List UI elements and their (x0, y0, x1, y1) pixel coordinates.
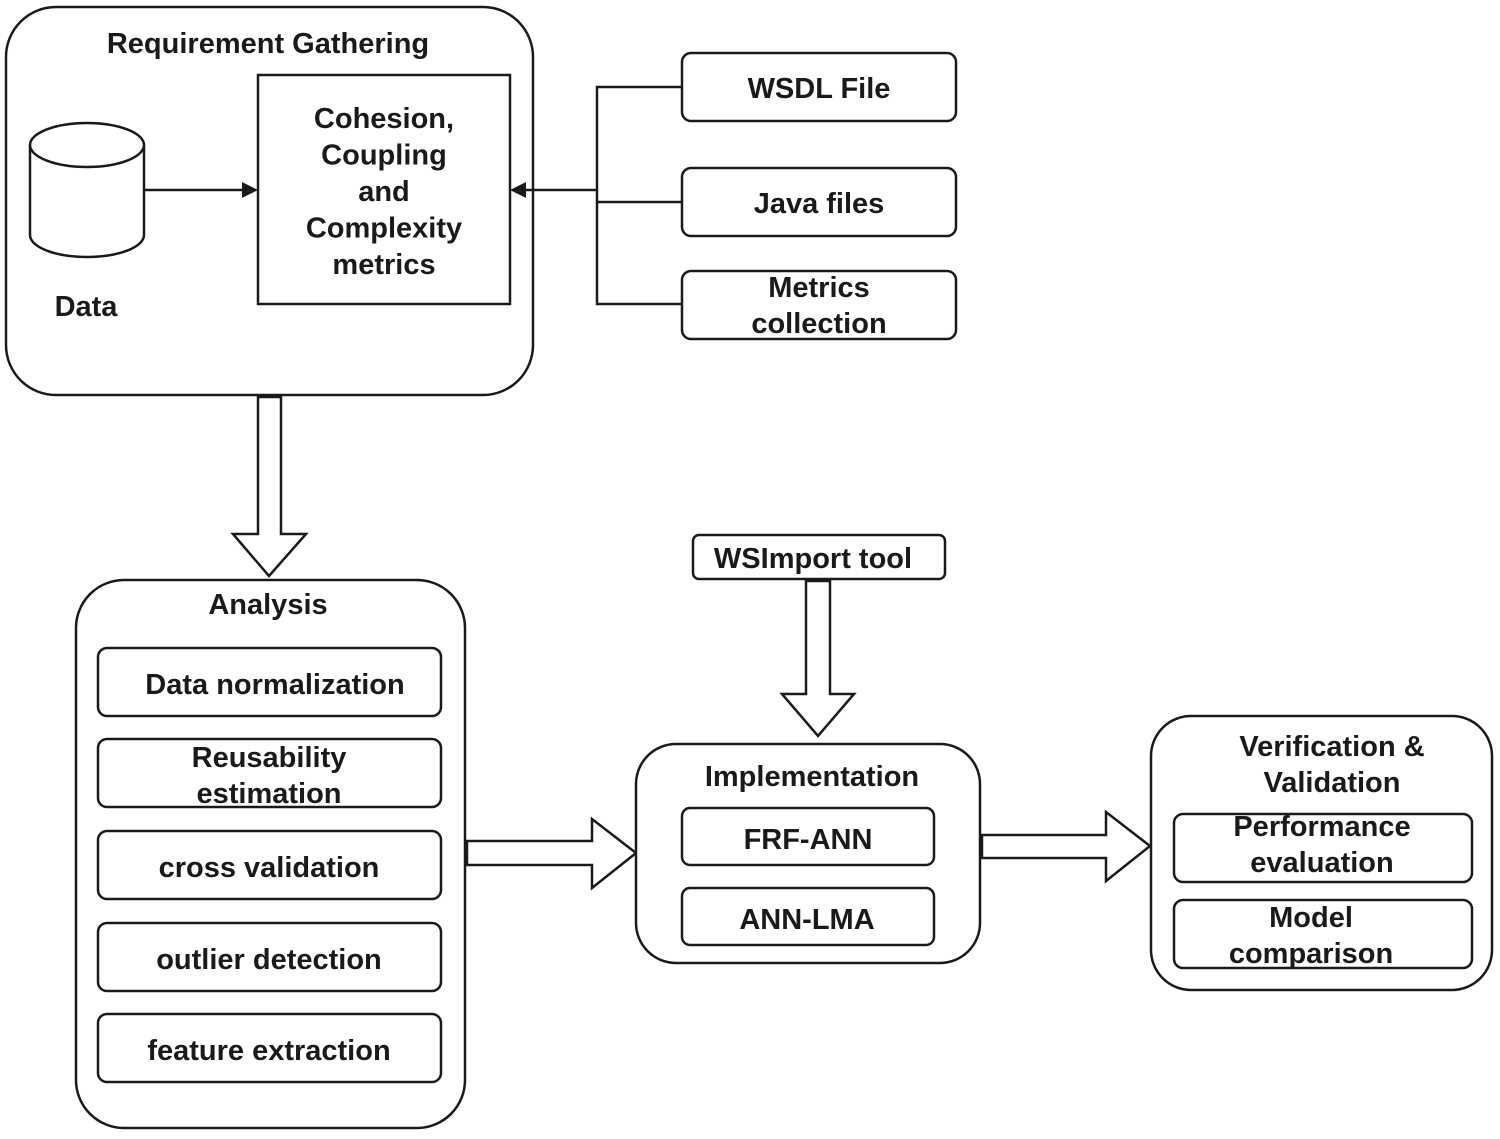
metrics-box-label-line: and (358, 176, 410, 208)
performance-evaluation-label-line: evaluation (1250, 847, 1393, 879)
requirement-to-analysis-arrow (230, 395, 309, 578)
model-comparison-label: Model comparison (1229, 902, 1393, 970)
ann-lma-box (680, 886, 936, 947)
frf-ann-label: FRF-ANN (744, 824, 873, 856)
wsimport-tool-box (691, 533, 947, 581)
wsimport-to-implementation-arrow (779, 579, 857, 738)
wsimport-group: WSImport tool (691, 533, 947, 581)
data-label: Data (55, 291, 119, 323)
cross-validation-label: cross validation (159, 852, 380, 884)
frf-ann-label-line: FRF-ANN (744, 824, 873, 856)
arrowhead-icon (510, 182, 526, 198)
java-files-label-line: Java files (754, 188, 885, 220)
outlier-detection-box (96, 921, 443, 993)
verification-group: Verification & Validation Performance eval… (1149, 714, 1494, 992)
performance-evaluation-box (1172, 812, 1474, 884)
analysis-to-implementation-arrow (465, 816, 639, 891)
metrics-box-label-line: Complexity (306, 213, 462, 245)
implementation-to-verification-arrow (980, 809, 1153, 884)
metrics-collection-label-line: collection (751, 308, 886, 340)
verification-title: Verification & Validation (1239, 731, 1424, 799)
model-comparison-label-line: Model (1269, 902, 1353, 934)
wsdl-file-label-line: WSDL File (748, 73, 891, 105)
requirement-gathering-group: Requirement Gathering Data Cohesion, Coup… (4, 5, 535, 397)
model-comparison-box (1172, 898, 1474, 970)
feature-extraction-label-line: feature extraction (147, 1035, 390, 1067)
arrowhead-icon (242, 182, 258, 198)
performance-evaluation-label-line: Performance (1233, 811, 1410, 843)
outlier-detection-label-line: outlier detection (156, 944, 382, 976)
metrics-collection-label: Metrics collection (751, 272, 886, 340)
cross-validation-label-line: cross validation (159, 852, 380, 884)
performance-evaluation-label: Performance evaluation (1233, 811, 1410, 879)
implementation-group: Implementation FRF-ANN ANN-LMA (634, 742, 982, 965)
metrics-box-label-line: Cohesion, (314, 103, 454, 135)
metrics-box-label-line: metrics (332, 249, 435, 281)
frf-ann-box (680, 806, 936, 867)
analysis-group: Analysis Data normalization Reusability e… (74, 578, 467, 1130)
feature-extraction-label: feature extraction (147, 1035, 390, 1067)
metrics-collection-label-line: Metrics (768, 272, 870, 304)
wsimport-tool-label-line: WSImport tool (714, 543, 912, 575)
model-comparison-label-line: comparison (1229, 938, 1393, 970)
reusability-estimation-label: Reusability estimation (192, 742, 347, 810)
data-normalization-box (96, 646, 443, 718)
cross-validation-box (96, 829, 443, 901)
requirement-gathering-title: Requirement Gathering (107, 28, 429, 60)
reusability-estimation-box (96, 737, 443, 809)
input-sources-group: WSDL File Java files Metrics collection (510, 51, 958, 341)
inputs-bracket-connector (595, 85, 682, 306)
implementation-title: Implementation (705, 761, 919, 793)
verification-title-line: Verification & (1239, 731, 1424, 763)
wsdl-file-label: WSDL File (748, 73, 891, 105)
wsimport-tool-label: WSImport tool (714, 543, 912, 575)
java-files-label: Java files (754, 188, 885, 220)
ann-lma-label: ANN-LMA (739, 904, 874, 936)
ann-lma-label-line: ANN-LMA (739, 904, 874, 936)
outlier-detection-label: outlier detection (156, 944, 382, 976)
reusability-estimation-label-line: estimation (196, 778, 341, 810)
metrics-box-label-line: Coupling (321, 140, 447, 172)
metrics-box (256, 73, 512, 306)
reusability-estimation-label-line: Reusability (192, 742, 347, 774)
feature-extraction-box (96, 1012, 443, 1084)
data-normalization-label-line: Data normalization (145, 669, 404, 701)
verification-title-line: Validation (1264, 767, 1401, 799)
database-icon (28, 121, 146, 259)
data-normalization-label: Data normalization (145, 669, 404, 701)
analysis-title: Analysis (208, 589, 327, 621)
